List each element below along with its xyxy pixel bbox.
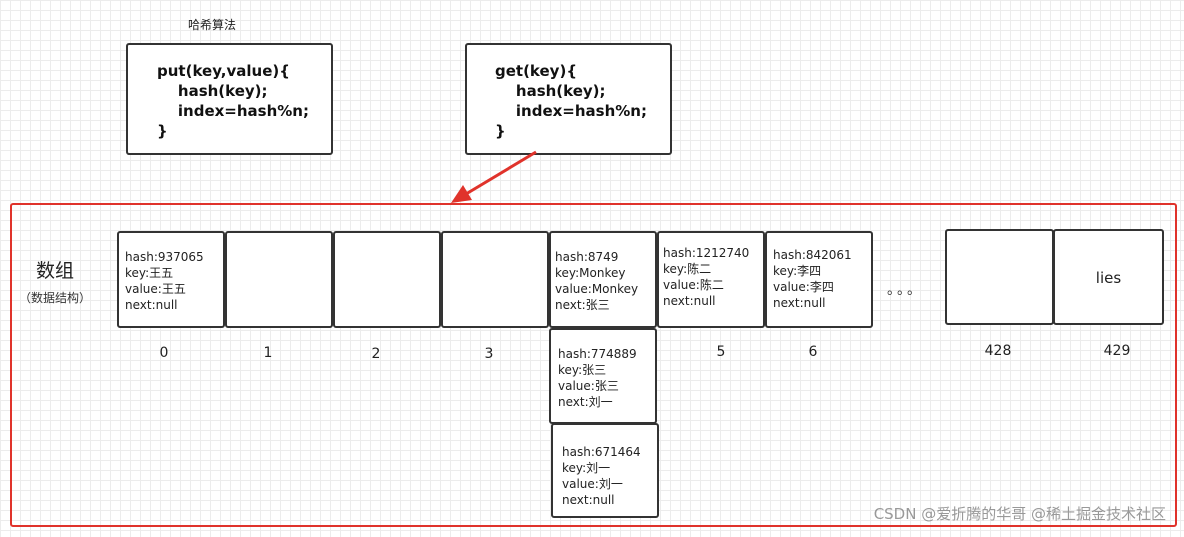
cell-line: hash:774889 bbox=[558, 347, 637, 361]
cell-line: value:王五 bbox=[125, 282, 186, 296]
code-line: hash(key); bbox=[157, 82, 268, 100]
code-line: put(key,value){ bbox=[157, 62, 290, 80]
array-cell-4: hash:8749 key:Monkey value:Monkey next:张… bbox=[549, 231, 657, 328]
cell-line: hash:671464 bbox=[562, 445, 641, 459]
array-frame bbox=[10, 203, 1177, 527]
cell-line: value:陈二 bbox=[663, 278, 724, 292]
index-label: 428 bbox=[984, 343, 1012, 359]
put-code-box: put(key,value){ hash(key); index=hash%n;… bbox=[126, 43, 333, 155]
cell-line: next:张三 bbox=[555, 298, 610, 312]
cell-line: value:Monkey bbox=[555, 282, 639, 296]
code-line: index=hash%n; bbox=[157, 102, 309, 120]
cell-line: hash:937065 bbox=[125, 250, 204, 264]
array-sublabel: （数据结构） bbox=[19, 291, 92, 305]
array-cell-5: hash:1212740 key:陈二 value:陈二 next:null bbox=[657, 231, 765, 328]
cell-line: key:陈二 bbox=[663, 262, 712, 276]
code-line: } bbox=[157, 122, 168, 140]
cell-line: next:null bbox=[663, 294, 716, 308]
array-cell-0: hash:937065 key:王五 value:王五 next:null bbox=[117, 231, 225, 328]
cell-text: lies bbox=[1095, 269, 1122, 287]
array-cell-2 bbox=[333, 231, 441, 328]
code-line: hash(key); bbox=[495, 82, 606, 100]
index-label: 0 bbox=[159, 345, 169, 361]
cell-line: value:刘一 bbox=[562, 477, 623, 491]
cell-line: value:张三 bbox=[558, 379, 619, 393]
chain-node-1: hash:774889 key:张三 value:张三 next:刘一 bbox=[549, 328, 657, 424]
index-label: 1 bbox=[263, 345, 273, 361]
cell-line: next:null bbox=[125, 298, 178, 312]
cell-line: next:null bbox=[773, 296, 826, 310]
diagram-title: 哈希算法 bbox=[188, 18, 237, 32]
cell-line: hash:1212740 bbox=[663, 246, 750, 260]
index-label: 5 bbox=[716, 344, 726, 360]
index-label: 6 bbox=[808, 344, 818, 360]
array-cell-3 bbox=[441, 231, 549, 328]
array-cell-428 bbox=[945, 229, 1054, 325]
cell-line: key:王五 bbox=[125, 266, 174, 280]
index-label: 3 bbox=[484, 346, 494, 362]
code-line: } bbox=[495, 122, 506, 140]
cell-line: value:李四 bbox=[773, 280, 834, 294]
cell-line: next:null bbox=[562, 493, 615, 507]
array-label: 数组 bbox=[36, 260, 75, 282]
ellipsis: 。。。 bbox=[887, 282, 924, 298]
code-line: get(key){ bbox=[495, 62, 577, 80]
cell-line: key:李四 bbox=[773, 264, 822, 278]
cell-line: key:张三 bbox=[558, 363, 607, 377]
cell-line: hash:842061 bbox=[773, 248, 852, 262]
cell-line: hash:8749 bbox=[555, 250, 619, 264]
cell-line: key:刘一 bbox=[562, 461, 611, 475]
array-cell-6: hash:842061 key:李四 value:李四 next:null bbox=[765, 231, 873, 328]
index-label: 2 bbox=[371, 346, 381, 362]
cell-line: key:Monkey bbox=[555, 266, 626, 280]
code-line: index=hash%n; bbox=[495, 102, 647, 120]
chain-node-2: hash:671464 key:刘一 value:刘一 next:null bbox=[551, 423, 659, 518]
cell-line: next:刘一 bbox=[558, 395, 613, 409]
index-label: 429 bbox=[1103, 343, 1131, 359]
array-cell-1 bbox=[225, 231, 333, 328]
get-code-box: get(key){ hash(key); index=hash%n; } bbox=[465, 43, 672, 155]
array-cell-429: lies bbox=[1053, 229, 1164, 325]
watermark: CSDN @爱折腾的华哥 @稀土掘金技术社区 bbox=[873, 505, 1166, 523]
